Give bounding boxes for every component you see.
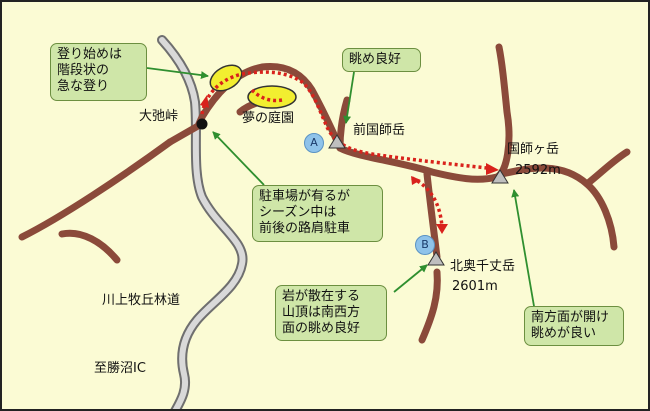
ridge-west-lower [18,138,174,241]
route-arrow-west [200,95,209,108]
ridge-kitaoku [423,170,441,261]
to-ic-label: 至勝沼IC [94,361,146,376]
view-callout-arrow [343,71,355,124]
kokushi-elevation-label: 2592m [515,163,561,178]
kokushi-peak-icon [491,169,509,184]
kitaoku-peak-icon [427,251,445,266]
route-arrow-south [436,224,448,234]
garden-area-highlight [247,85,297,109]
daichi-pass-dot-icon [196,118,208,130]
ridge-kitaoku-south [418,268,441,344]
parking-callout-arrow [212,131,265,186]
waypoint-a-marker: A [304,133,324,153]
rocks-callout-arrow [393,264,428,293]
steps-note: 登り始めは 階段状の 急な登り [50,43,147,101]
ridge-sw-branch [58,229,121,264]
route-arrow-east [486,163,499,175]
kitaoku-elevation-label: 2601m [452,279,498,294]
south-callout-arrow [511,189,536,313]
callout-arrows [146,67,536,313]
view-note: 眺め良好 [342,48,421,72]
yume-garden-label: 夢の庭園 [242,111,295,126]
kitaoku-name-label: 北奥千丈岳 [450,259,516,274]
ridge-main [198,43,513,183]
ridge-east-spur [583,148,631,188]
steps-callout-arrow [146,67,209,80]
mae-kokushi-peak-icon [328,134,346,149]
forest-road [157,35,248,409]
hiking-route [200,70,488,228]
mae-kokushi-label: 前国師岳 [353,123,406,138]
forest-road-label: 川上牧丘林道 [102,293,181,308]
route-arrow-north [411,176,421,185]
south-note: 南方面が開け 眺めが良い [524,306,624,346]
daichi-pass-label: 大弛峠 [139,109,179,124]
rocks-note: 岩が散在する 山頂は南西方 面の眺め良好 [275,285,387,341]
kokushi-name-label: 国師ヶ岳 [507,142,560,157]
steps-area-highlight [209,64,243,92]
waypoint-b-marker: B [415,235,435,255]
parking-note: 駐車場が有るが シーズン中は 前後の路肩駐車 [252,185,383,242]
